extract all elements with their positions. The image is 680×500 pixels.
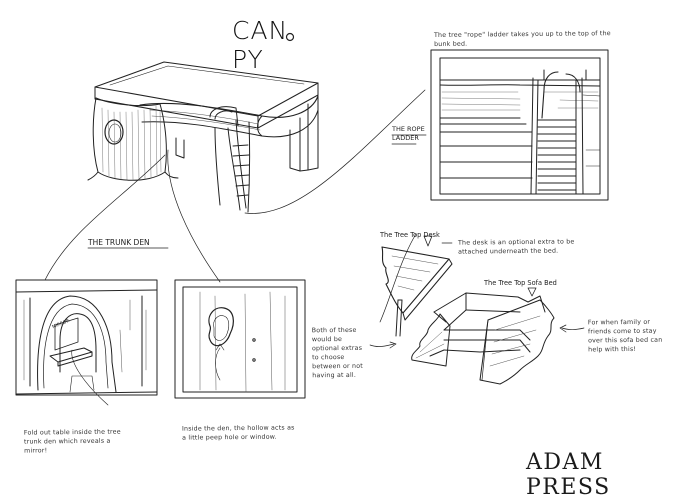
title-part-1: CAN [232, 16, 289, 45]
label-trunk-den: THE TRUNK DEN [88, 238, 150, 247]
label-rope-ladder: THE ROPE LADDER [392, 125, 425, 143]
note-choose: Both of these would be optional extras t… [311, 326, 363, 380]
peephole-box [174, 279, 306, 399]
label-rope-ladder-line-2: LADDER [392, 134, 419, 142]
bunk-bed-sketch [87, 61, 319, 213]
den-interior-box [15, 279, 158, 406]
note-sofa: For when family or friends come to stay … [587, 318, 663, 354]
sketch-sheet [15, 32, 609, 406]
note-rope-ladder: The tree "rope" ladder takes you up to t… [433, 30, 611, 48]
note-trunk-table: Fold out table inside the tree trunk den… [23, 428, 121, 455]
note-desk: The desk is an optional extra to be atta… [457, 238, 575, 256]
label-sofa: The Tree Top Sofa Bed [484, 279, 557, 287]
label-desk: The Tree Top Desk [380, 231, 440, 239]
label-rope-ladder-line-1: THE ROPE [392, 125, 425, 133]
note-hollow: Inside the den, the hollow acts as a lit… [181, 424, 295, 442]
note-arrows [369, 242, 585, 349]
connector-lines [44, 89, 426, 323]
title-part-2: PY [232, 45, 264, 74]
tree-top-desk [381, 235, 453, 337]
author-signature: ADAM PRESS [526, 450, 611, 500]
page-title: CANPY [232, 16, 324, 74]
ladder-closeup [430, 49, 609, 201]
tree-top-sofa [411, 287, 555, 385]
